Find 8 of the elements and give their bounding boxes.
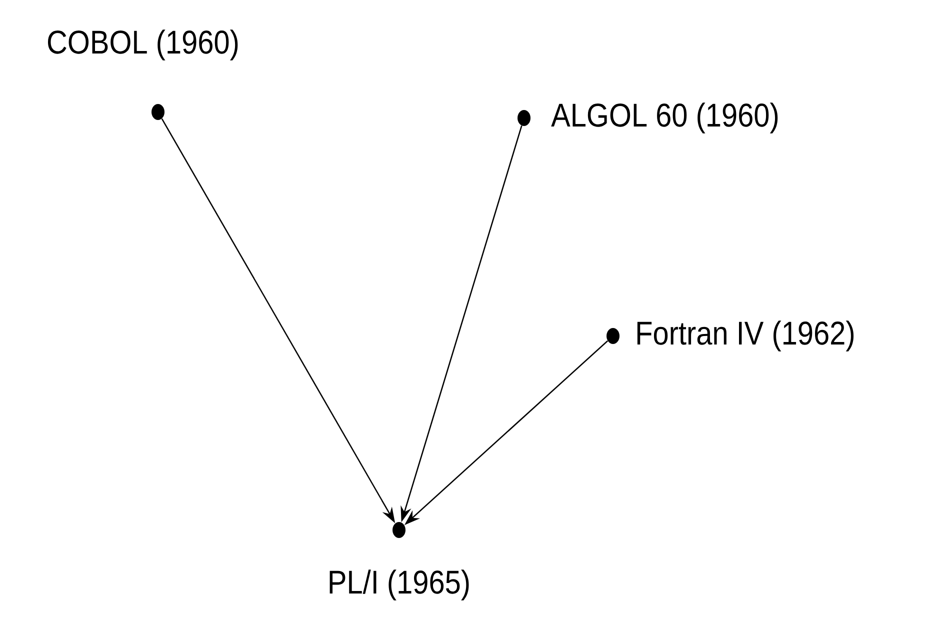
dot — [392, 522, 406, 538]
node-label: ALGOL 60 (1960) — [551, 102, 778, 134]
node-label: COBOL (1960) — [48, 30, 238, 60]
node-label: PL/I (1965) — [330, 570, 469, 600]
dot — [152, 104, 164, 120]
node-label: Fortran IV (1962) — [637, 320, 854, 352]
dot — [606, 328, 620, 344]
dot — [518, 110, 530, 126]
